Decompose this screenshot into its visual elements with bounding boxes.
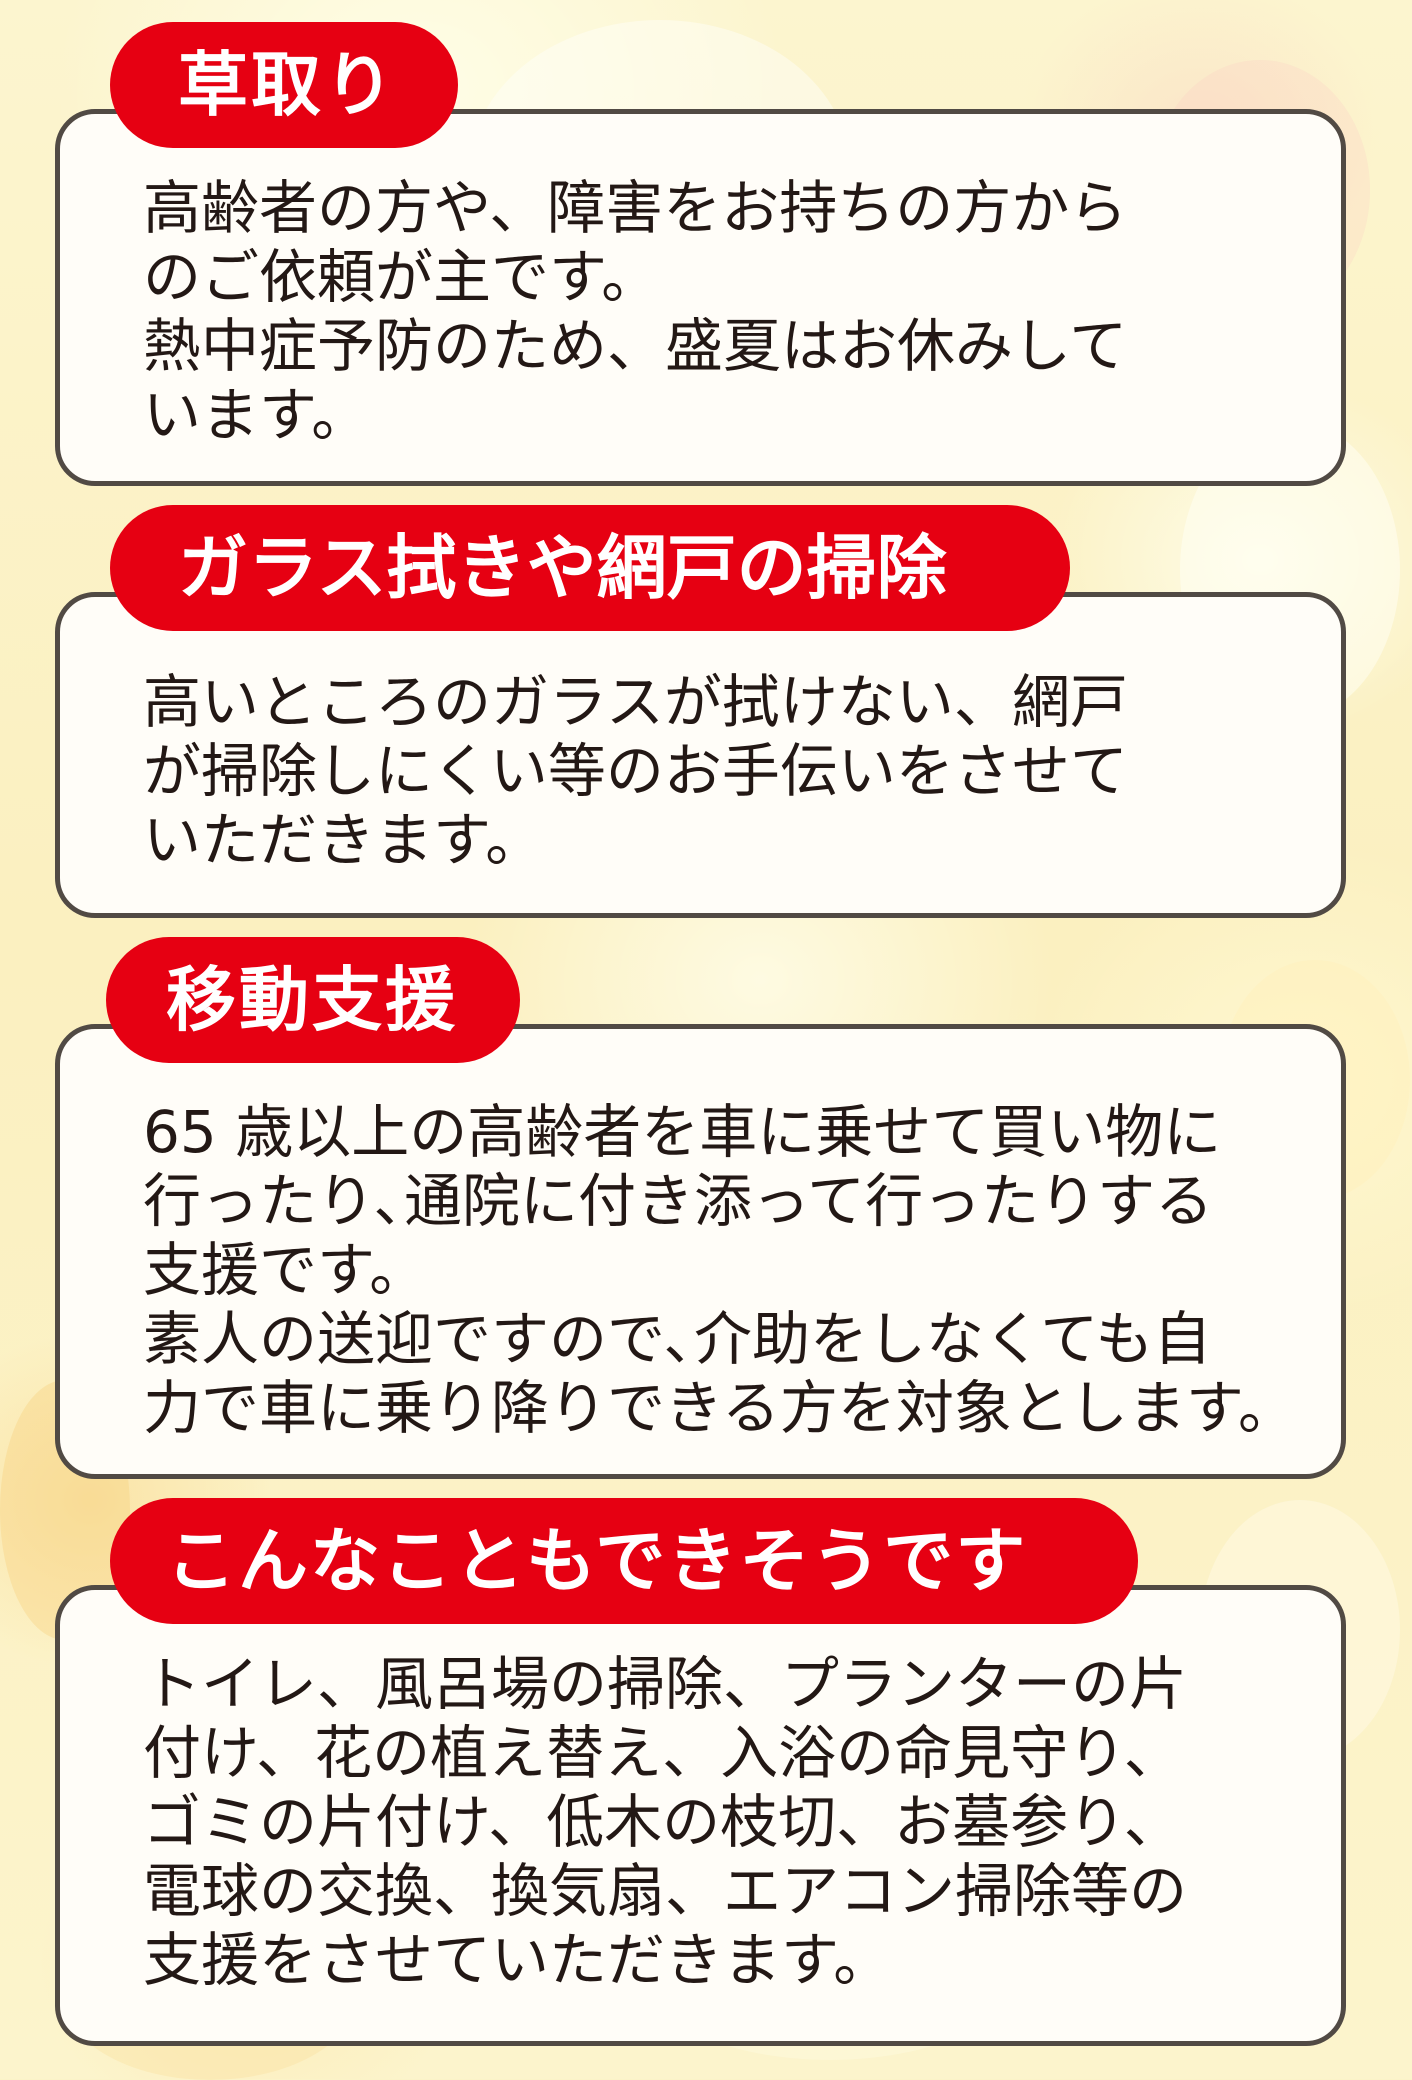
section-card (55, 109, 1346, 486)
body-line: 行ったり､通院に付き添って行ったりする (143, 1167, 1214, 1235)
body-line: 付け、花の植え替え、入浴の命見守り、 (143, 1719, 1182, 1787)
section-card (55, 1585, 1346, 2046)
body-line: 支援をさせていただきます。 (143, 1926, 892, 1994)
body-line: 支援です。 (143, 1236, 428, 1304)
section-card (55, 1024, 1346, 1479)
body-line: 力で車に乗り降りできる方を対象とします。 (143, 1374, 1297, 1442)
section-body: 高齢者の方や、障害をお持ちの方から のご依頼が主です。 熱中症予防のため、盛夏は… (143, 174, 1127, 450)
body-line: ゴミの片付け、低木の枝切、お墓参り、 (143, 1788, 1182, 1856)
section-title-tab: こんなこともできそうです (110, 1498, 1138, 1624)
section-title-tab: ガラス拭きや網戸の掃除 (110, 505, 1070, 631)
body-line: いただきます。 (143, 806, 544, 874)
section-card (55, 592, 1346, 918)
section-title: ガラス拭きや網戸の掃除 (178, 527, 947, 609)
body-line: 素人の送迎ですので､介助をしなくても自 (143, 1305, 1212, 1373)
body-line: トイレ、風呂場の掃除、プランターの片 (143, 1650, 1188, 1718)
section-title: 草取り (178, 44, 397, 126)
section-body: 高いところのガラスが拭けない、網戸 が掃除しにくい等のお手伝いをさせて いただき… (143, 668, 1128, 875)
body-line: 熱中症予防のため、盛夏はお休みして (143, 312, 1128, 380)
section-title: 移動支援 (166, 959, 458, 1041)
body-line: 65 歳以上の高齢者を車に乗せて買い物に (143, 1098, 1222, 1166)
body-line: が掃除しにくい等のお手伝いをさせて (143, 737, 1128, 805)
body-line: 高齢者の方や、障害をお持ちの方から (143, 174, 1128, 242)
section-title: こんなこともできそうです (166, 1520, 1028, 1602)
section-body: トイレ、風呂場の掃除、プランターの片 付け、花の植え替え、入浴の命見守り、 ゴミ… (143, 1650, 1187, 1995)
body-line: 高いところのガラスが拭けない、網戸 (143, 668, 1128, 736)
body-line: のご依頼が主です。 (143, 243, 660, 311)
body-line: 電球の交換、換気扇、エアコン掃除等の (143, 1857, 1188, 1925)
section-title-tab: 移動支援 (106, 937, 520, 1063)
section-title-tab: 草取り (110, 22, 458, 148)
section-body: 65 歳以上の高齢者を車に乗せて買い物に 行ったり､通院に付き添って行ったりする… (143, 1098, 1296, 1443)
body-line: います。 (143, 381, 370, 449)
